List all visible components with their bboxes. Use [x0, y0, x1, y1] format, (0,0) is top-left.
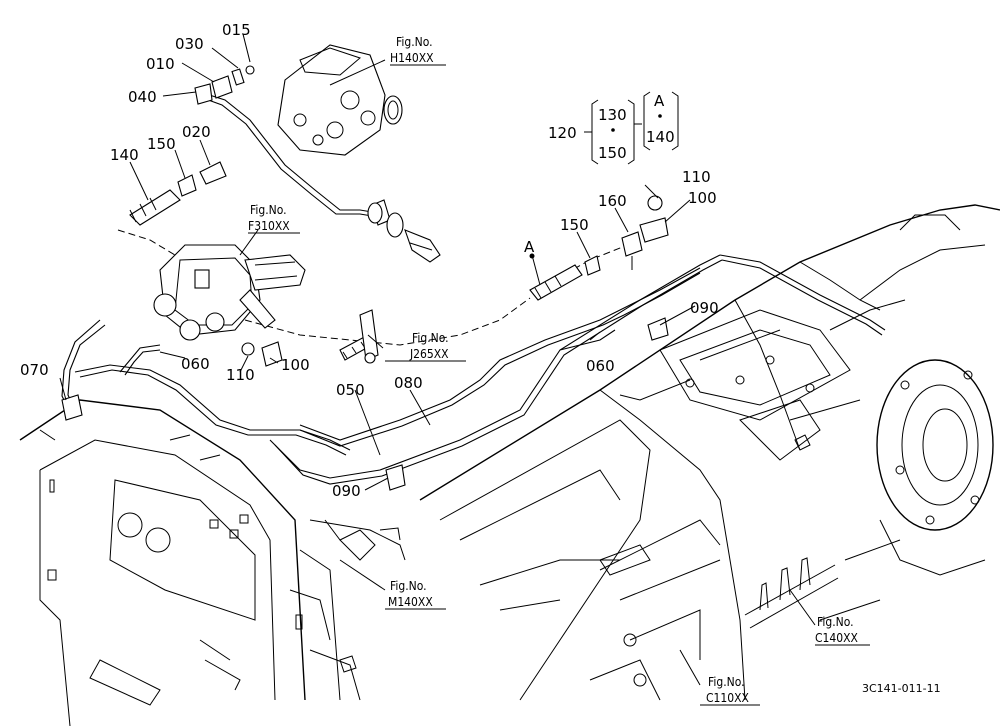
part-fittings-015-040: [194, 65, 441, 263]
leader-lines: [59, 33, 816, 686]
callout-130: 130: [598, 106, 627, 124]
group-bracket-120: [584, 91, 679, 165]
hydraulic-lines: [61, 91, 886, 485]
front-bracket-plate: [19, 399, 406, 726]
fig-c110-code: C110XX: [706, 691, 750, 705]
fig-c140-head: Fig.No.: [817, 615, 854, 629]
callout-110-left: 110: [226, 366, 255, 384]
callout-080: 080: [394, 374, 423, 392]
fig-f310-code: F310XX: [248, 219, 290, 233]
part-clamps-090-100-110: [61, 195, 669, 491]
drawing-code: 3C141-011-11: [862, 682, 941, 695]
callout-020: 020: [182, 123, 211, 141]
fig-c140-code: C140XX: [815, 631, 859, 645]
part-clip-j265: [339, 309, 379, 364]
fig-j265-head: Fig.No.: [412, 331, 449, 345]
fig-c110-head: Fig.No.: [708, 675, 745, 689]
part-callouts: 015 030 010 040 140 150 020 120 130 150 …: [20, 21, 719, 500]
callout-140-group: 140: [646, 128, 675, 146]
callout-100-left: 100: [281, 356, 310, 374]
fig-j265-code: J265XX: [409, 347, 449, 361]
part-valve-f310: [153, 244, 306, 341]
callout-090-left: 090: [332, 482, 361, 500]
callout-070: 070: [20, 361, 49, 379]
fig-m140-code: M140XX: [388, 595, 433, 609]
part-fittings-140-150-020: [129, 161, 227, 226]
fig-references: Fig.No. H140XX Fig.No. F310XX Fig.No. J2…: [248, 35, 870, 706]
part-h140-valve-body: [277, 44, 403, 156]
fig-h140-head: Fig.No.: [396, 35, 433, 49]
callout-160: 160: [598, 192, 627, 210]
callout-110-right: 110: [682, 168, 711, 186]
callout-050: 050: [336, 381, 365, 399]
callout-060-right: 060: [586, 357, 615, 375]
fig-h140-code: H140XX: [390, 51, 434, 65]
callout-010: 010: [146, 55, 175, 73]
callout-150-group: 150: [598, 144, 627, 162]
callout-090-right: 090: [690, 299, 719, 317]
callout-150-top: 150: [147, 135, 176, 153]
callout-060-left: 060: [181, 355, 210, 373]
fig-m140-head: Fig.No.: [390, 579, 427, 593]
callout-040: 040: [128, 88, 157, 106]
transmission-case: [419, 204, 1000, 701]
part-fittings-a-150-160: [529, 231, 643, 301]
fig-f310-head: Fig.No.: [250, 203, 287, 217]
callout-a-group: A: [654, 92, 665, 110]
callout-120: 120: [548, 124, 577, 142]
callout-150-right: 150: [560, 216, 589, 234]
callout-030: 030: [175, 35, 204, 53]
callout-100-right: 100: [688, 189, 717, 207]
callout-015: 015: [222, 21, 251, 39]
callout-140-top: 140: [110, 146, 139, 164]
callout-a-right: A: [524, 238, 535, 256]
